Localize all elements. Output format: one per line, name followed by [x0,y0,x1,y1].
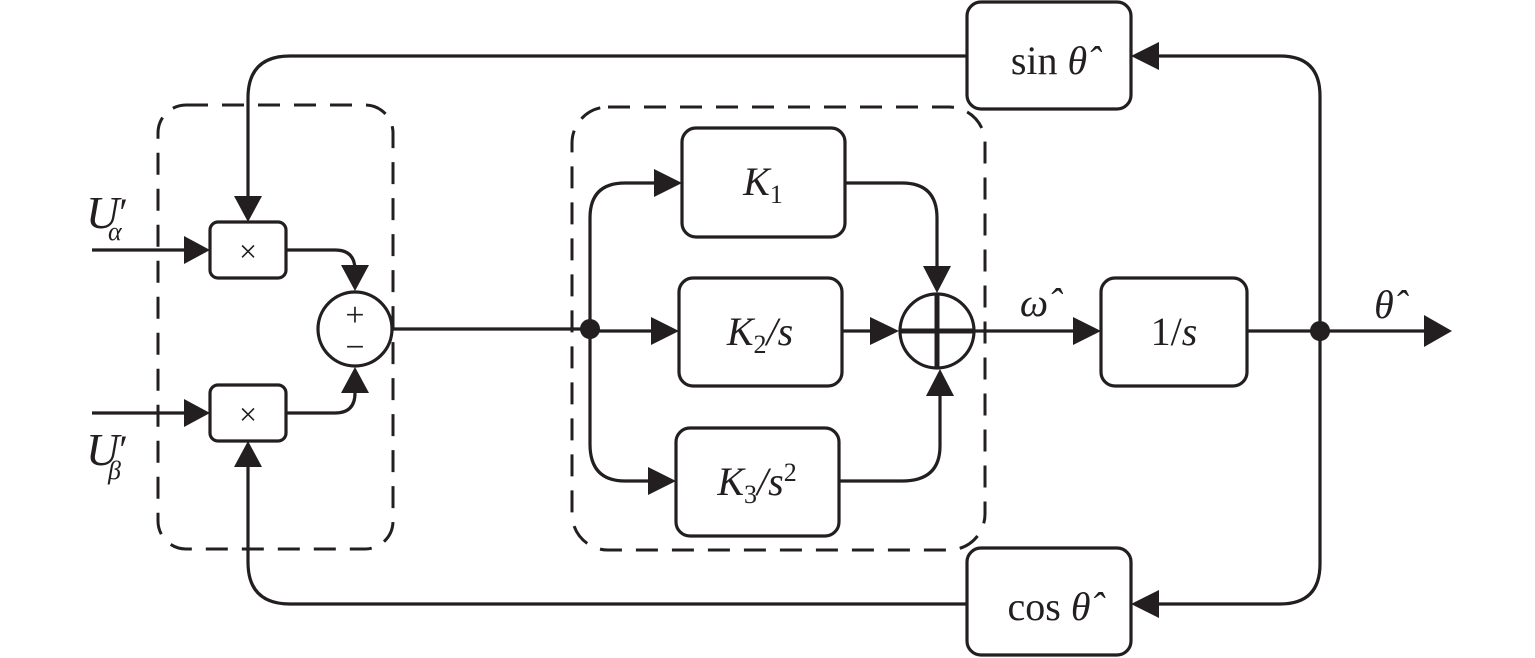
integrator-label: 1/s [1151,309,1198,354]
sin-block [965,0,1133,111]
arrowhead [1131,590,1159,618]
arrowhead [1131,42,1159,70]
multiplier-top-label: × [239,233,257,269]
arrowhead [651,317,679,345]
u-beta-label: U′β [86,424,128,485]
feedback-to-sin [1152,54,1322,331]
branch-to-k1 [588,181,660,329]
sin-to-multiplier [246,54,967,198]
mult-bottom-to-summer [286,390,357,415]
multiplier-bottom-label: × [239,396,257,432]
arrowhead [648,467,676,495]
k1-to-sum [845,181,939,272]
theta-hat-output-label: θ̂ [1374,282,1409,327]
arrowhead [1073,317,1101,345]
cos-to-multiplier [246,466,967,606]
k1-label: K1 [742,159,783,209]
cos-block [965,546,1133,657]
arrowhead [654,169,682,197]
k3-to-sum [839,395,942,483]
feedback-to-cos [1152,331,1322,606]
arrowhead [923,266,951,293]
arrowhead [184,236,210,264]
output-arrowhead [1424,315,1452,347]
arrowhead [870,317,899,345]
arrowhead [341,367,369,393]
arrowhead [341,265,369,291]
k3-label: K3/s2 [716,458,796,509]
arrowhead [234,196,262,222]
arrowhead [926,369,954,396]
omega-hat-label: ω̂ [1020,280,1063,325]
arrowhead [184,399,210,427]
u-alpha-label: U′α [86,187,128,246]
arrowhead [234,441,262,467]
k2-label: K2/s [726,309,793,359]
summer-minus-sign: − [345,329,364,366]
branch-to-k3 [588,329,654,483]
summer-plus-sign: + [345,297,364,334]
